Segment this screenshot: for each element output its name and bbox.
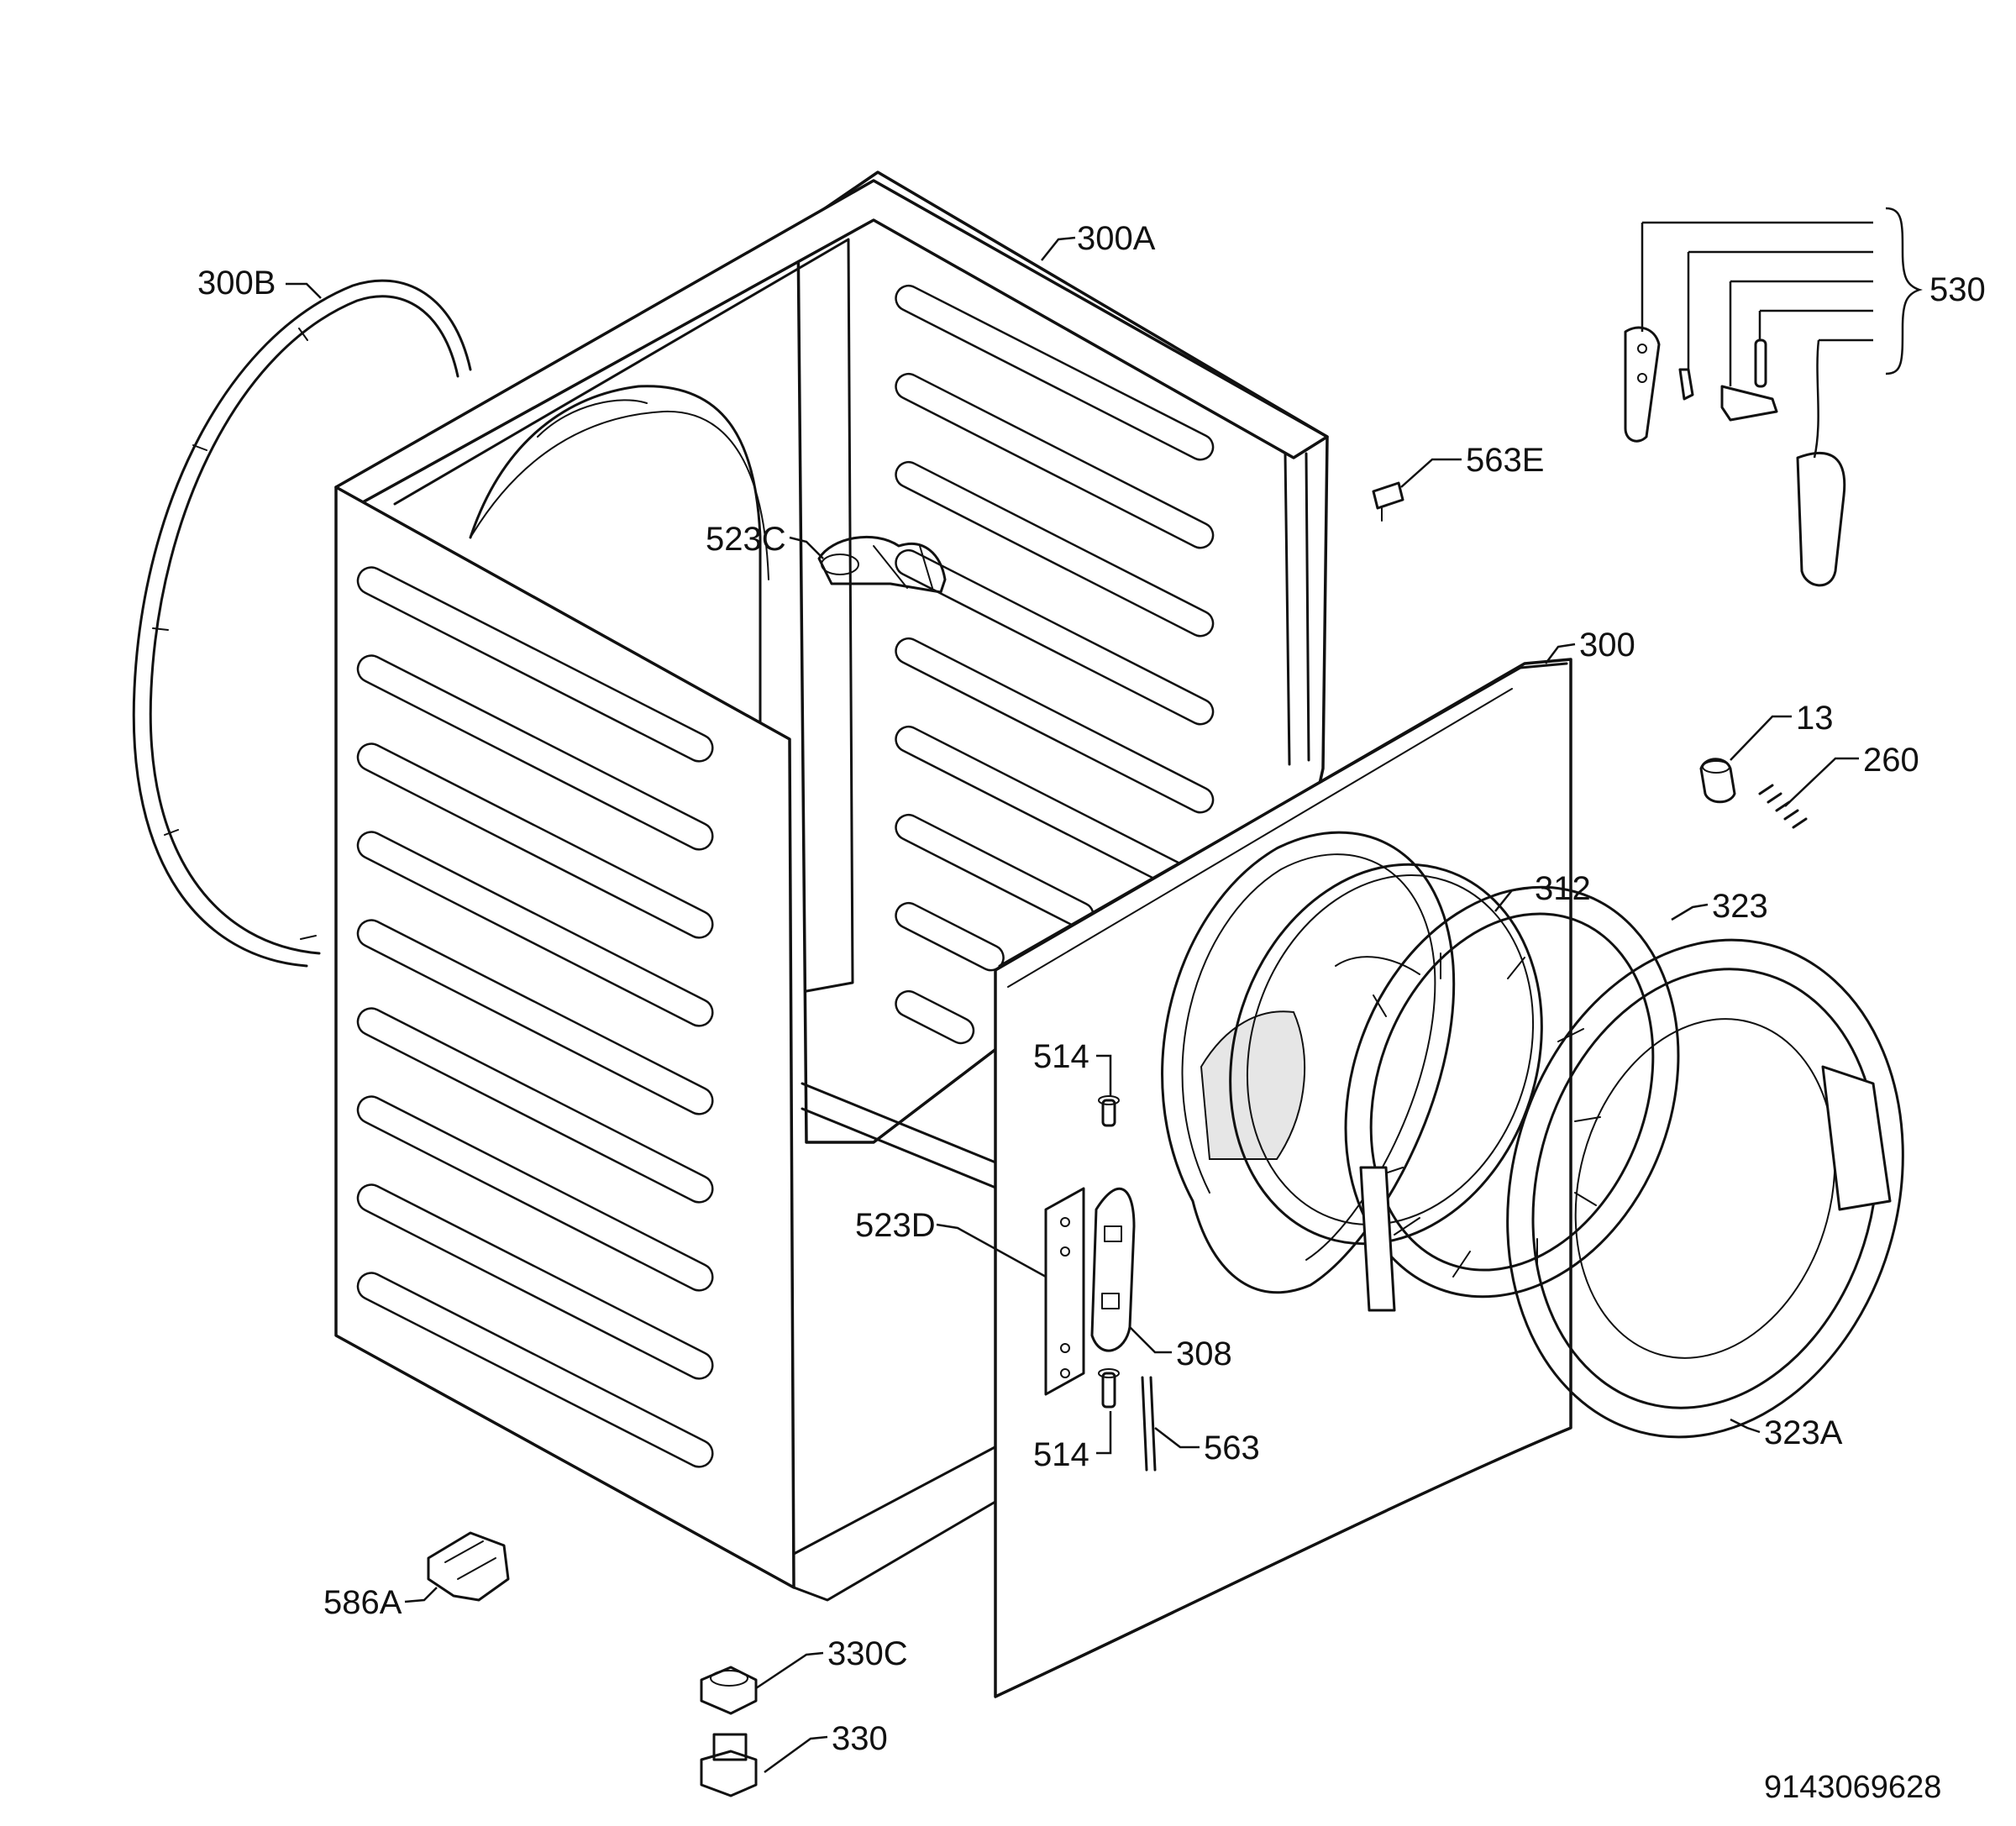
bracket-586A [427, 1531, 510, 1602]
label-300A: 300A [1077, 220, 1156, 257]
label-330: 330 [832, 1720, 888, 1757]
outer-door-ring-323A [1506, 938, 1904, 1439]
left-panel-ribs [356, 566, 714, 1468]
hinge-plate-523D [1044, 1187, 1085, 1396]
document-number: 9143069628 [1764, 1770, 1941, 1805]
inner-door-frame-323 [1344, 885, 1680, 1312]
hinge-arm-308 [1090, 1188, 1136, 1352]
door-handle-parts-530 [1624, 326, 1846, 587]
label-514-top: 514 [1033, 1038, 1089, 1075]
label-563E: 563E [1466, 442, 1544, 479]
pin-514-top [1098, 1095, 1120, 1127]
latch-563E [1372, 481, 1404, 522]
label-323: 323 [1712, 888, 1768, 925]
label-300B: 300B [197, 265, 276, 302]
top-bracket-523C [817, 535, 947, 594]
label-530: 530 [1929, 271, 1986, 308]
label-586A: 586A [323, 1584, 402, 1621]
nut-330C [700, 1666, 758, 1715]
rear-panel-ribs [895, 284, 1215, 1045]
label-312: 312 [1535, 870, 1591, 907]
label-330C: 330C [827, 1635, 908, 1672]
fitting-330 [700, 1733, 758, 1797]
leader-lines [286, 207, 1923, 1774]
label-523D: 523D [855, 1207, 936, 1244]
label-260: 260 [1863, 742, 1919, 779]
label-523C: 523C [706, 521, 786, 558]
label-13: 13 [1796, 700, 1834, 737]
front-panel-300 [994, 658, 1572, 1698]
label-323A: 323A [1764, 1414, 1843, 1451]
rod-563 [1141, 1376, 1157, 1472]
label-563: 563 [1204, 1430, 1260, 1467]
rear-seal-ring-300B [132, 279, 472, 968]
label-308: 308 [1176, 1335, 1232, 1372]
pin-514-bottom [1098, 1368, 1120, 1409]
label-514-bottom: 514 [1033, 1436, 1089, 1473]
spring-260 [1758, 784, 1808, 829]
cap-13 [1699, 758, 1736, 804]
label-300: 300 [1579, 627, 1635, 664]
